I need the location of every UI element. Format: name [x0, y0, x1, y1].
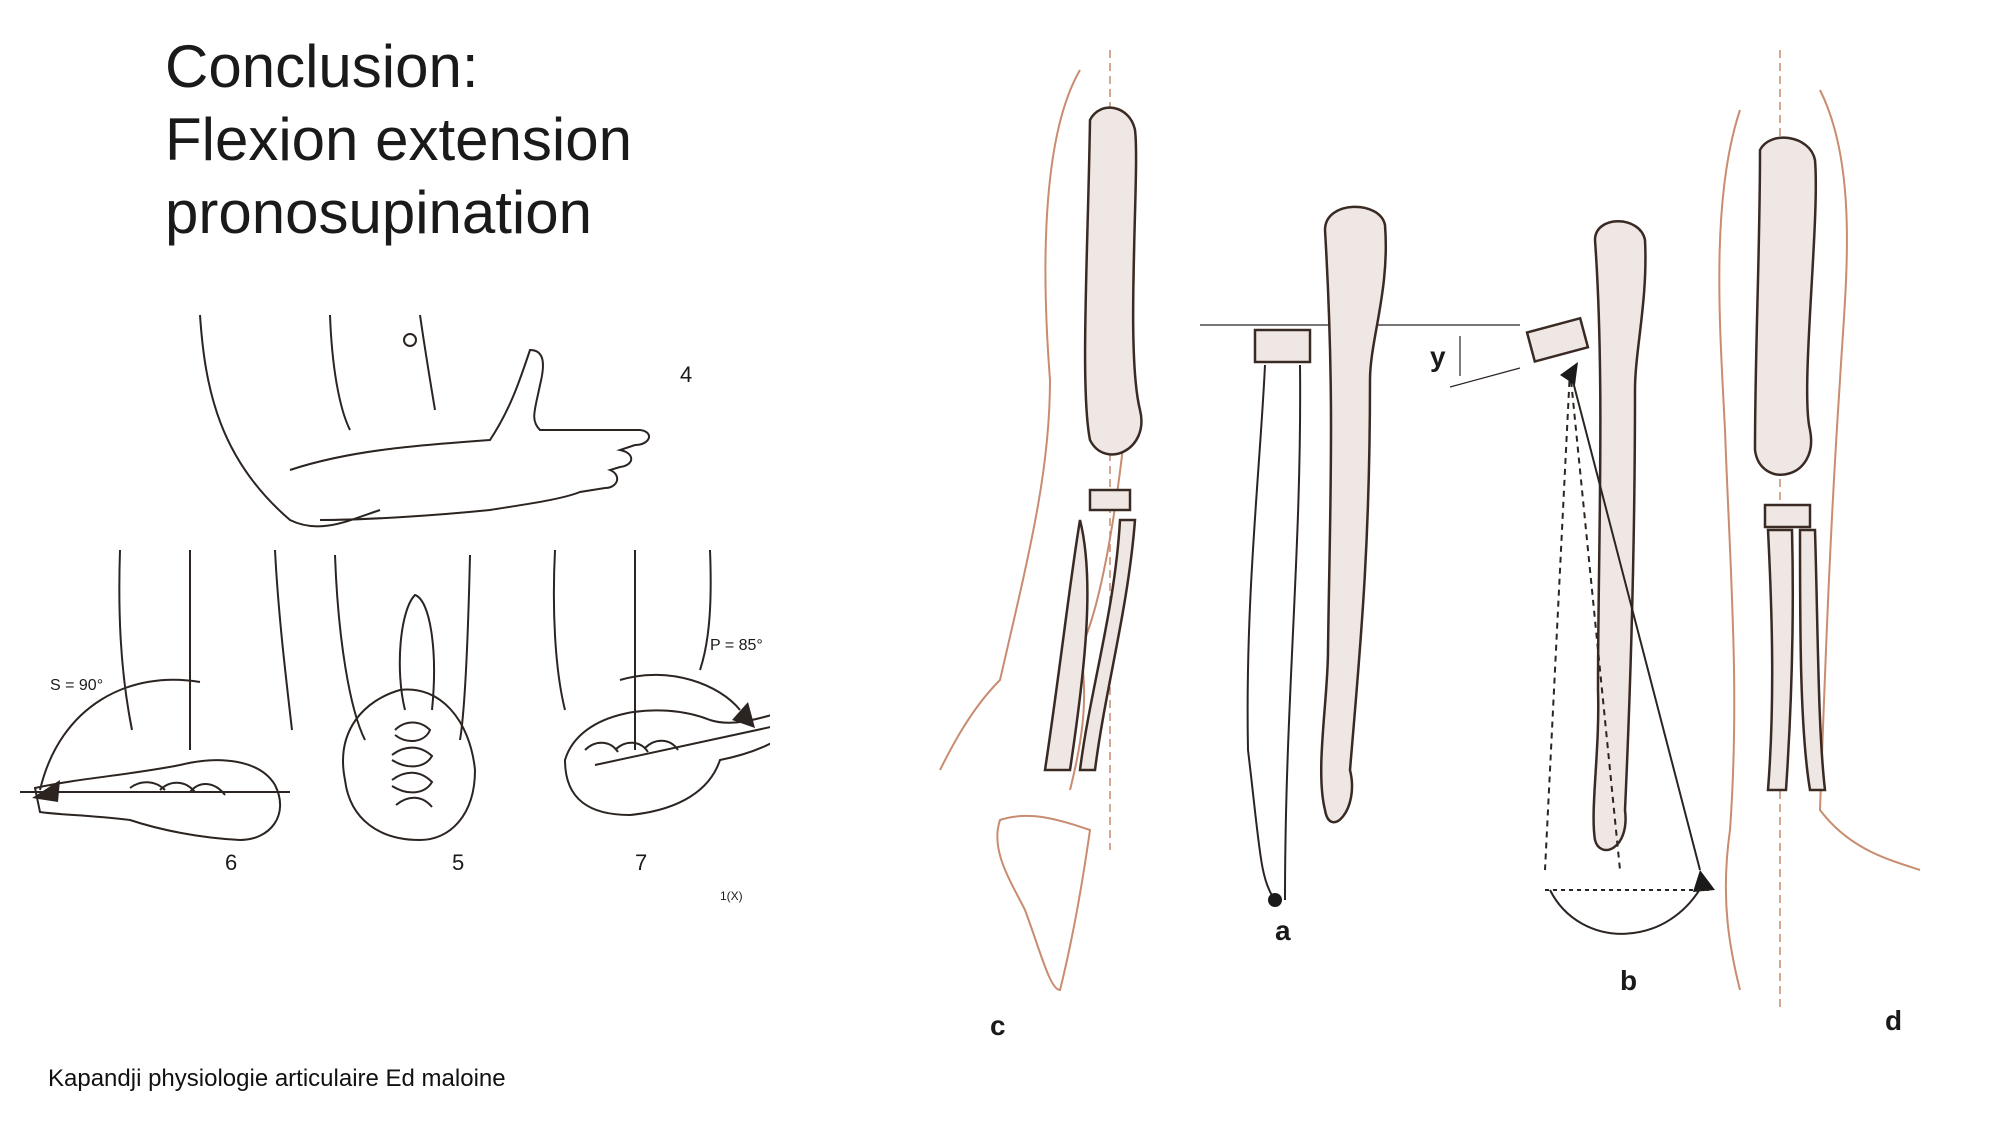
title-line-2: Flexion extension — [165, 106, 632, 173]
label-y: y — [1430, 341, 1446, 372]
figure-6-supination — [20, 549, 293, 842]
page-number-label: 1(X) — [720, 889, 743, 903]
figure-a-forearm-bones — [1246, 205, 1387, 907]
fig6-label: 6 — [225, 850, 237, 875]
fig7-label: 7 — [635, 850, 647, 875]
pronosupination-illustration: 4 S = 90° 6 5 P = 85° 7 1(X) — [20, 314, 770, 903]
forearm-bones-illustration: c y a b d — [939, 50, 1921, 1041]
fig5-label: 5 — [452, 850, 464, 875]
figure-4-flexed-arm — [199, 314, 650, 528]
title-line-3: pronosupination — [165, 179, 593, 246]
fig4-label: 4 — [680, 362, 692, 387]
label-b: b — [1620, 965, 1637, 996]
title-line-1: Conclusion: — [165, 33, 479, 100]
slide-title: Conclusion: Flexion extension pronosupin… — [165, 30, 632, 249]
figure-7-pronation — [552, 549, 770, 817]
label-c: c — [990, 1010, 1006, 1041]
figure-b-rotating-radius — [1525, 220, 1715, 935]
label-d: d — [1885, 1005, 1902, 1036]
label-a: a — [1275, 915, 1291, 946]
supination-angle-label: S = 90° — [50, 677, 103, 694]
source-citation: Kapandji physiologie articulaire Ed malo… — [48, 1065, 506, 1092]
figure-d-arm — [1718, 50, 1921, 1010]
figure-5-neutral — [334, 554, 477, 842]
pronation-angle-label: P = 85° — [710, 637, 763, 654]
figure-c-arm — [939, 50, 1143, 992]
